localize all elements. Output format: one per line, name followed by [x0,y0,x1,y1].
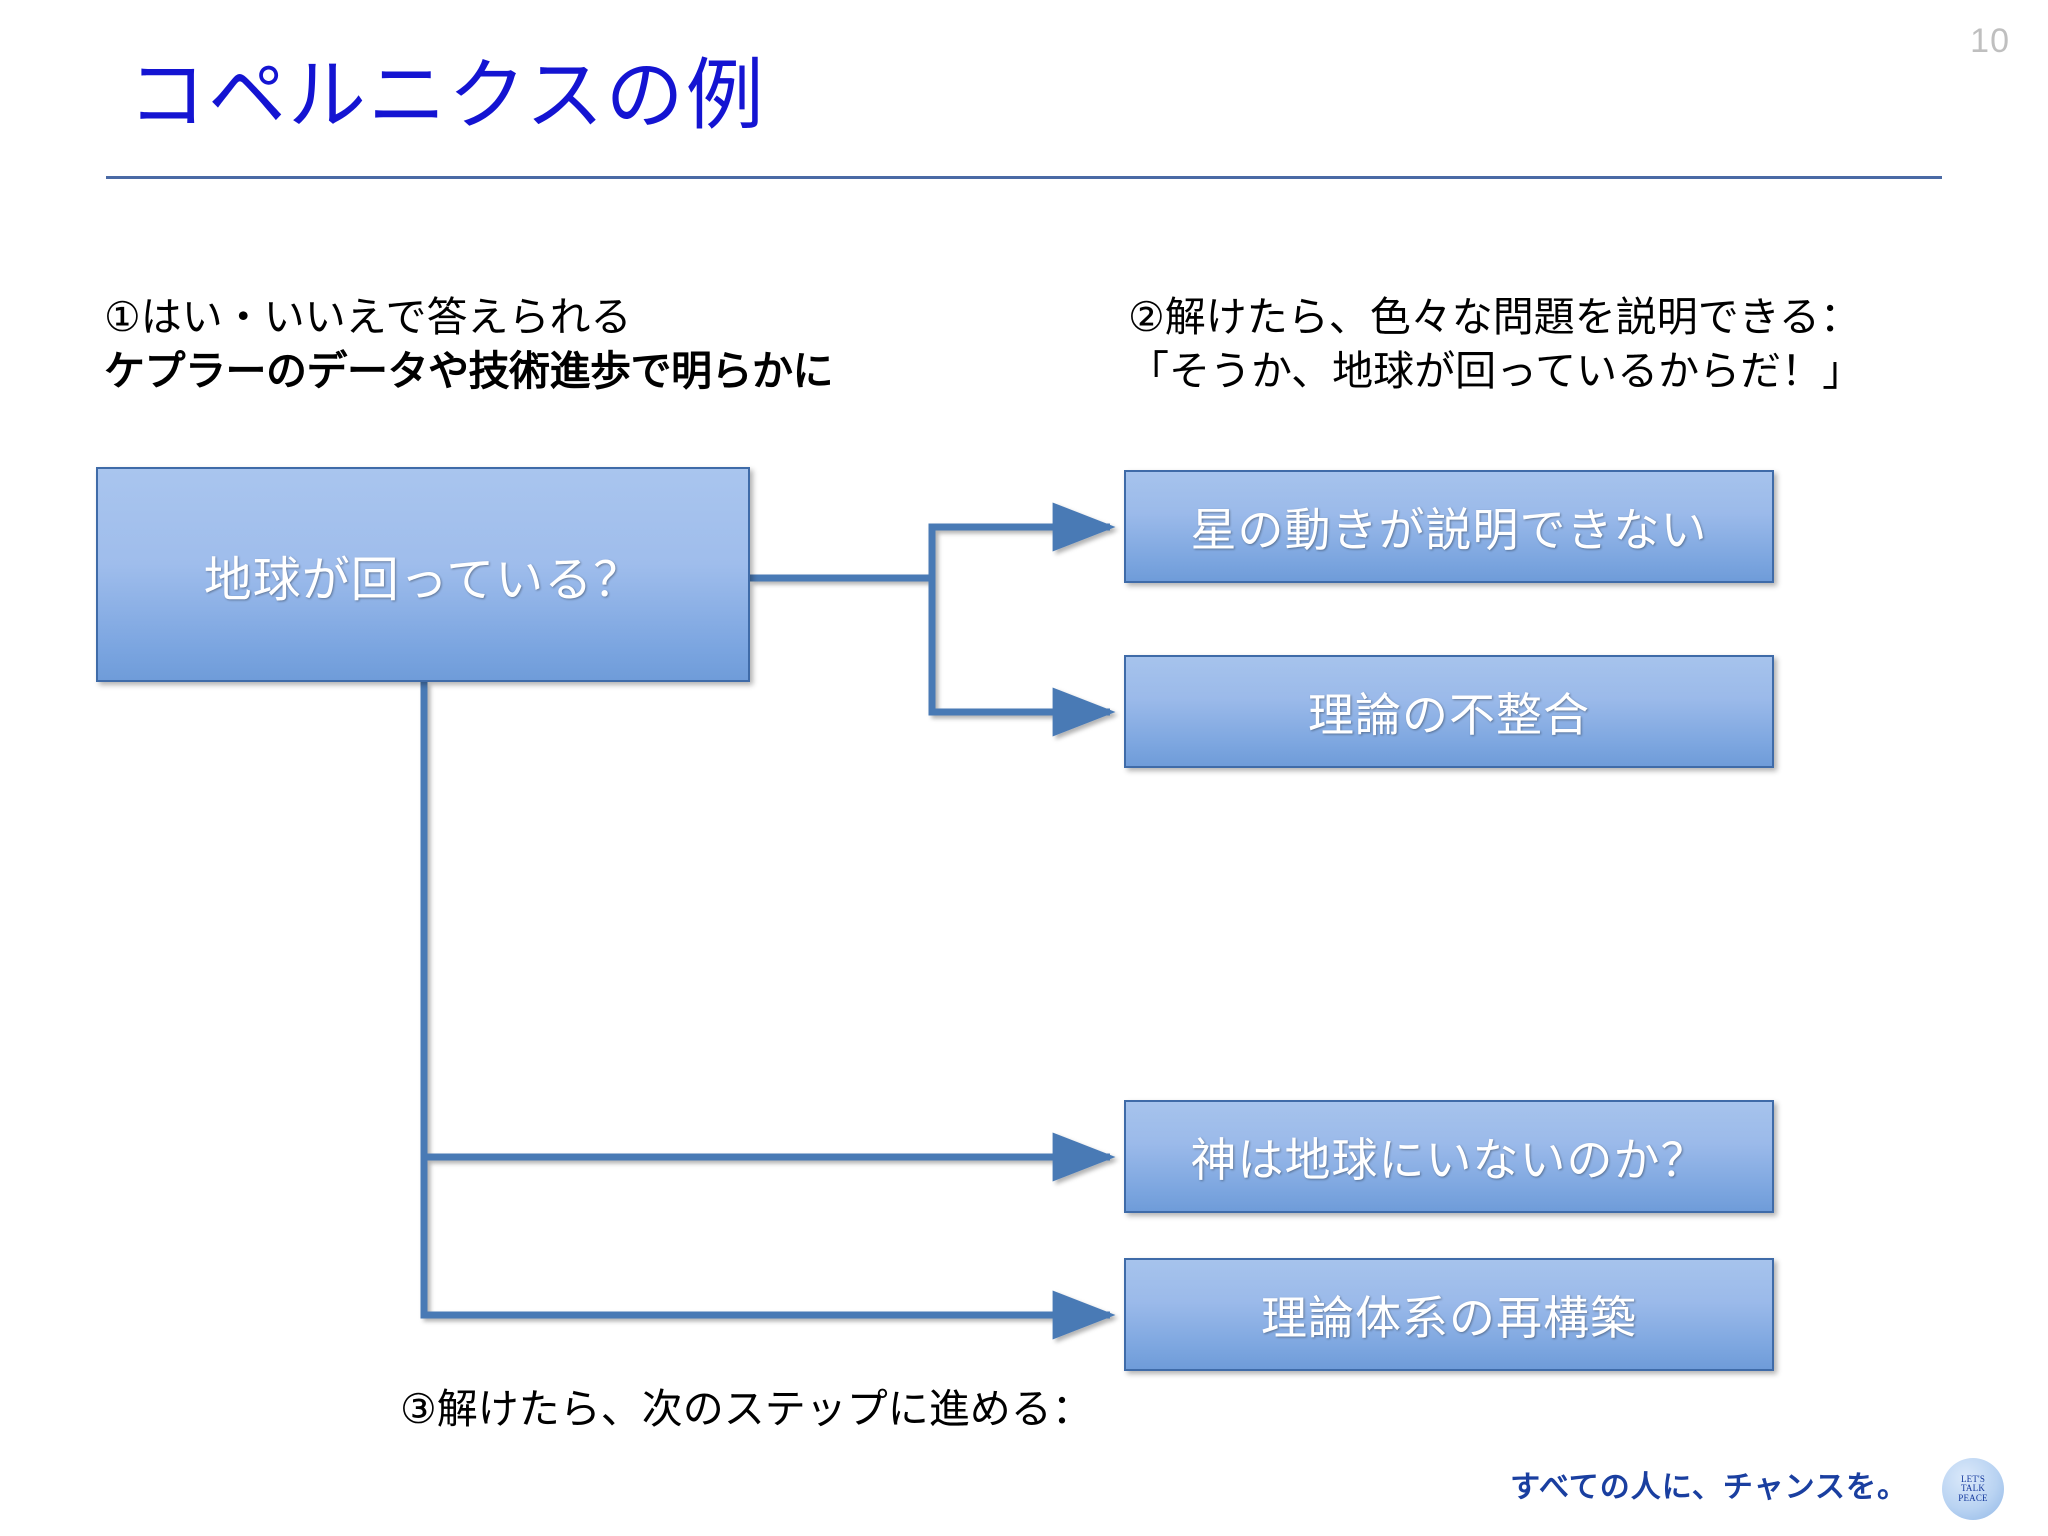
flow-box-4-label: 理論体系の再構築 [1261,1291,1637,1344]
connector-to-box-1 [928,502,1116,578]
footer-tagline: すべての人に、チャンスを。 [1510,1471,1908,1504]
annotation-1: ①はい・いいえで答えられる ケプラーのデータや技術進歩で明らかに [104,290,834,398]
flow-box-root[interactable]: 地球が回っている？ [96,467,750,682]
flow-box-star-motion[interactable]: 星の動きが説明できない [1124,470,1774,583]
page-title: コペルニクスの例 [128,51,766,139]
flow-box-root-label: 地球が回っている？ [203,553,643,607]
annotation-3: ③解けたら、次のステップに進める： [400,1382,1093,1436]
page-number: 10 [1970,22,2010,60]
organization-logo: LET'S TALK PEACE [1942,1458,2004,1520]
annotation-3-line-1: ③解けたら、次のステップに進める： [400,1386,1093,1432]
flow-box-god-question[interactable]: 神は地球にいないのか？ [1124,1100,1774,1213]
connector-to-box-3 [420,682,1116,1182]
connector-to-box-4 [420,1157,1116,1340]
logo-line-1: LET'S [1960,1473,1986,1484]
logo-line-2: TALK [1960,1483,1986,1494]
logo-line-3: PEACE [1958,1492,1988,1503]
title-divider [106,176,1942,179]
flow-box-1-label: 星の動きが説明できない [1190,503,1708,556]
flow-box-theory-rebuild[interactable]: 理論体系の再構築 [1124,1258,1774,1371]
annotation-1-line-1: ①はい・いいえで答えられる [104,294,632,340]
flow-box-2-label: 理論の不整合 [1308,688,1590,741]
annotation-1-line-2: ケプラーのデータや技術進歩で明らかに [104,348,834,395]
annotation-2-line-2: 「そうか、地球が回っているからだ！」 [1128,348,1864,395]
annotation-2-line-1: ②解けたら、色々な問題を説明できる： [1128,294,1861,340]
annotation-2: ②解けたら、色々な問題を説明できる： 「そうか、地球が回っているからだ！」 [1128,290,1863,398]
flow-box-theory-inconsistency[interactable]: 理論の不整合 [1124,655,1774,768]
connector-to-box-2 [928,578,1116,737]
flow-box-3-label: 神は地球にいないのか？ [1190,1133,1708,1186]
